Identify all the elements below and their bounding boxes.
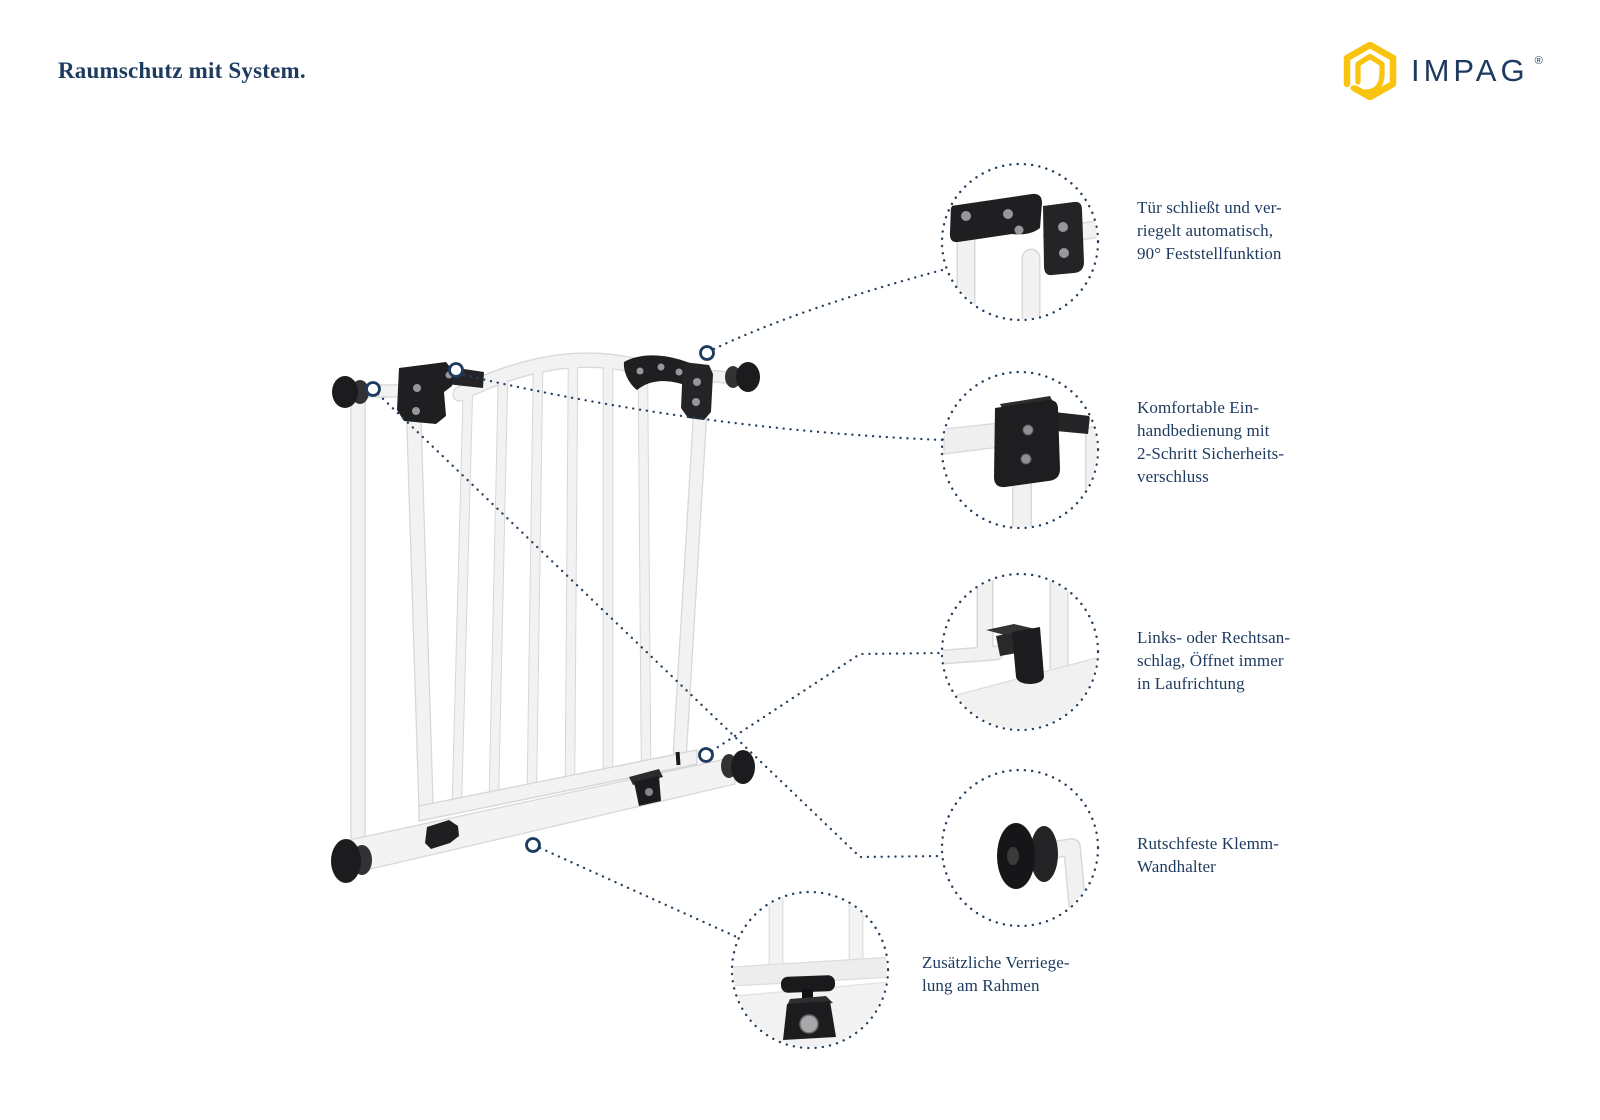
impag-wordmark: IMPAG <box>1411 53 1529 88</box>
clamp-wheels <box>331 362 760 883</box>
page-title: Raumschutz mit System. <box>58 58 306 83</box>
connector-left-right <box>710 651 944 753</box>
connector-clamp <box>376 392 944 859</box>
impag-logo: IMPAG ® <box>1343 42 1551 100</box>
callout-text-clamp: Rutschfeste Klemm- Wandhalter <box>1137 834 1280 876</box>
anchor-ring-left-right <box>698 747 714 763</box>
callout-text-extra-lock: Zusätzliche Verriege- lung am Rahmen <box>922 953 1070 995</box>
anchor-rings <box>365 345 715 853</box>
callout-circle-auto-close <box>940 162 1100 322</box>
door-bottom-rail <box>418 749 698 822</box>
handle-latch-assembly <box>623 355 713 420</box>
callout-circle-left-right <box>940 572 1100 732</box>
anchor-ring-auto-close <box>699 345 715 361</box>
registered-trademark-symbol: ® <box>1534 55 1543 67</box>
anchor-ring-one-hand <box>448 362 464 378</box>
connector-auto-close <box>712 267 948 351</box>
anchor-ring-clamp <box>365 381 381 397</box>
callout-circle-clamp <box>940 768 1100 928</box>
bottom-latch-feet <box>425 751 681 849</box>
callout-text-auto-close: Tür schließt und ver- riegelt automatisc… <box>1137 198 1282 263</box>
callout-circle-one-hand <box>940 370 1100 530</box>
connector-lines <box>376 267 948 940</box>
connector-extra-lock <box>538 846 741 940</box>
callout-text-one-hand: Komfortable Ein- handbedienung mit 2-Sch… <box>1137 398 1285 486</box>
connector-one-hand <box>462 373 945 442</box>
impag-hexagon-icon <box>1343 42 1397 100</box>
safety-gate-illustration <box>331 352 760 883</box>
callout-text-left-right: Links- oder Rechtsan- schlag, Öffnet imm… <box>1137 628 1291 693</box>
threshold-rail <box>348 756 736 875</box>
callout-circle-extra-lock <box>730 890 890 1050</box>
anchor-ring-extra-lock <box>525 837 541 853</box>
